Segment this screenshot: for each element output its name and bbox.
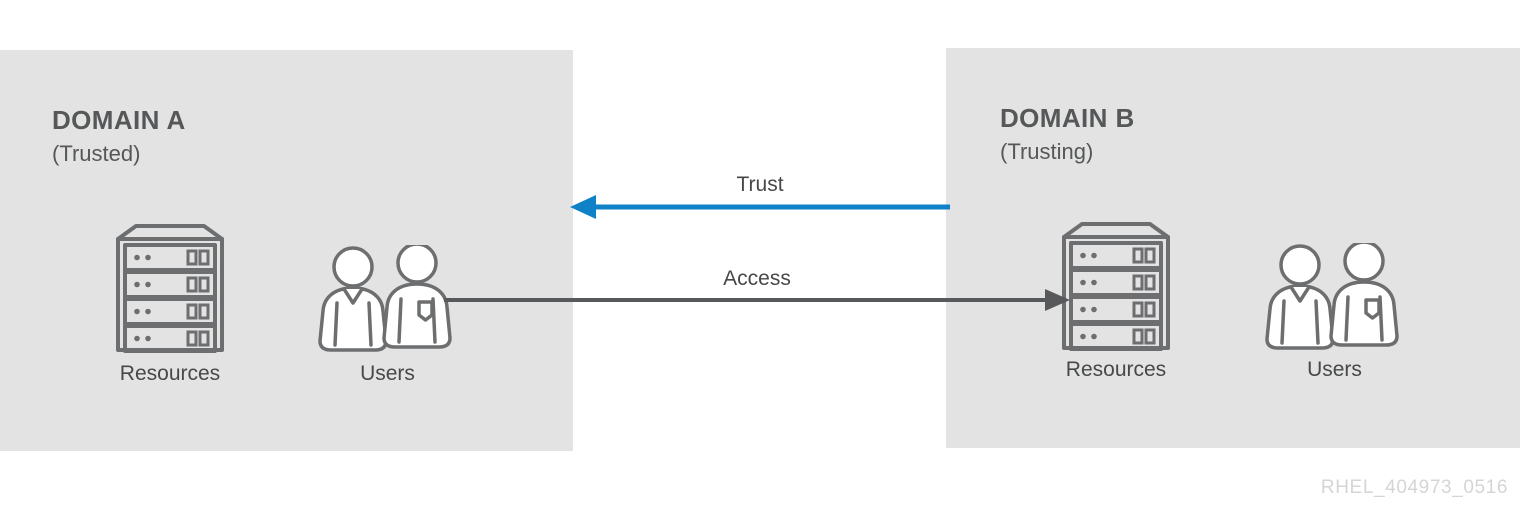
arrow-left-icon [570,195,950,219]
domain-a-resources-label: Resources [119,362,221,385]
domain-a-users-label: Users [360,362,415,385]
arrow-right-icon [444,289,1070,311]
two-users-icon [1265,240,1399,350]
access-connector: Access [444,264,1070,312]
trust-connector: Trust [570,170,950,220]
domain-b-title: DOMAIN B [1000,103,1135,133]
domain-a-users-group: Users [315,242,460,398]
domain-b-resources-label: Resources [1065,358,1167,381]
domain-a-resources-group: Resources [110,222,230,398]
domain-b-panel [946,48,1520,448]
domain-a-panel [0,50,573,451]
footer-code: RHEL_404973_0516 [1320,477,1508,498]
access-label: Access [723,267,791,290]
domain-a-title: DOMAIN A [52,105,186,135]
domain-b-resources-group: Resources [1056,220,1176,396]
server-rack-icon [116,224,224,353]
two-users-icon [318,242,452,352]
domain-b-subtitle: (Trusting) [1000,139,1094,164]
trust-label: Trust [736,173,784,196]
server-rack-icon [1062,222,1170,351]
domain-a-subtitle: (Trusted) [52,141,141,166]
domain-b-users-label: Users [1307,358,1362,381]
domain-b-users-group: Users [1262,240,1407,396]
